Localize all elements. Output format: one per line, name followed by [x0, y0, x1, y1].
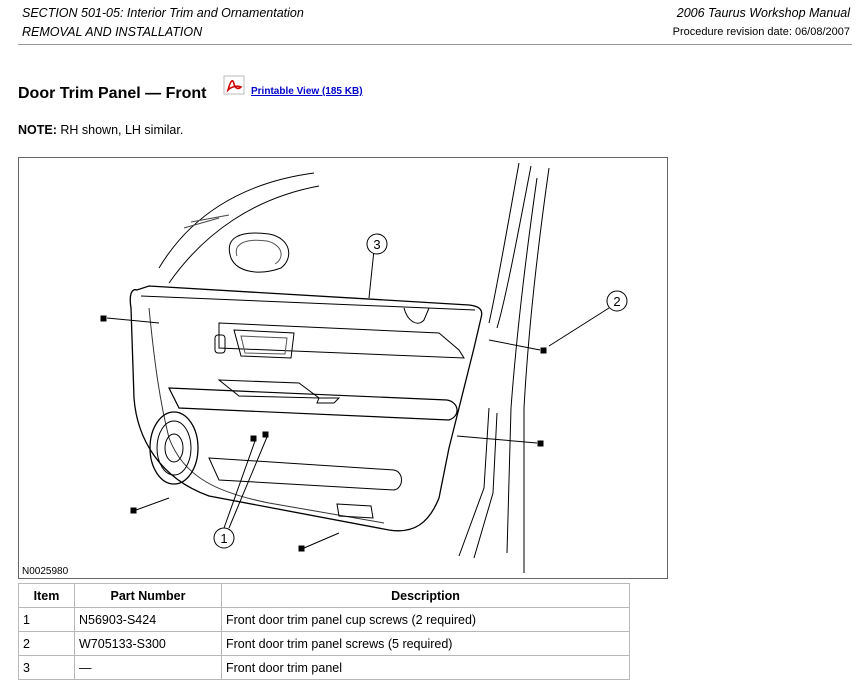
note-text: RH shown, LH similar. [56, 123, 184, 137]
item-cell: 2 [18, 631, 75, 656]
door-trim-figure: 1 2 3 N0025980 [18, 157, 668, 579]
page-title: Door Trim Panel — Front [18, 85, 207, 102]
parts-table: Item Part Number Description 1 N56903-S4… [18, 583, 630, 680]
subsection-title: REMOVAL AND INSTALLATION [22, 25, 203, 39]
table-header-row: Item Part Number Description [18, 583, 630, 608]
description-cell: Front door trim panel [221, 655, 630, 680]
header-description: Description [221, 583, 630, 608]
pdf-icon[interactable] [223, 75, 245, 95]
printable-view-link[interactable]: Printable View (185 KB) [251, 86, 363, 97]
callout-2: 2 [613, 294, 620, 309]
section-header: SECTION 501-05: Interior Trim and Orname… [22, 4, 304, 42]
door-trim-illustration: 1 2 3 [100, 162, 628, 573]
header-divider [18, 44, 852, 45]
revision-date: Procedure revision date: 06/08/2007 [672, 26, 850, 38]
description-cell: Front door trim panel screws (5 required… [221, 631, 630, 656]
section-title: SECTION 501-05: Interior Trim and Orname… [22, 6, 304, 20]
manual-title: 2006 Taurus Workshop Manual [676, 6, 850, 20]
header-item: Item [18, 583, 75, 608]
table-row: 1 N56903-S424 Front door trim panel cup … [18, 607, 630, 632]
part-number-cell: — [74, 655, 222, 680]
manual-header: 2006 Taurus Workshop Manual Procedure re… [673, 4, 850, 42]
note-label: NOTE: [18, 123, 57, 137]
header-part-number: Part Number [74, 583, 222, 608]
part-number-cell: N56903-S424 [74, 607, 222, 632]
callout-3: 3 [373, 237, 380, 252]
item-cell: 1 [18, 607, 75, 632]
note: NOTE: RH shown, LH similar. [18, 123, 183, 137]
callout-1: 1 [220, 531, 227, 546]
table-row: 3 — Front door trim panel [18, 655, 630, 680]
figure-id: N0025980 [22, 566, 69, 577]
part-number-cell: W705133-S300 [74, 631, 222, 656]
item-cell: 3 [18, 655, 75, 680]
description-cell: Front door trim panel cup screws (2 requ… [221, 607, 630, 632]
table-row: 2 W705133-S300 Front door trim panel scr… [18, 631, 630, 656]
